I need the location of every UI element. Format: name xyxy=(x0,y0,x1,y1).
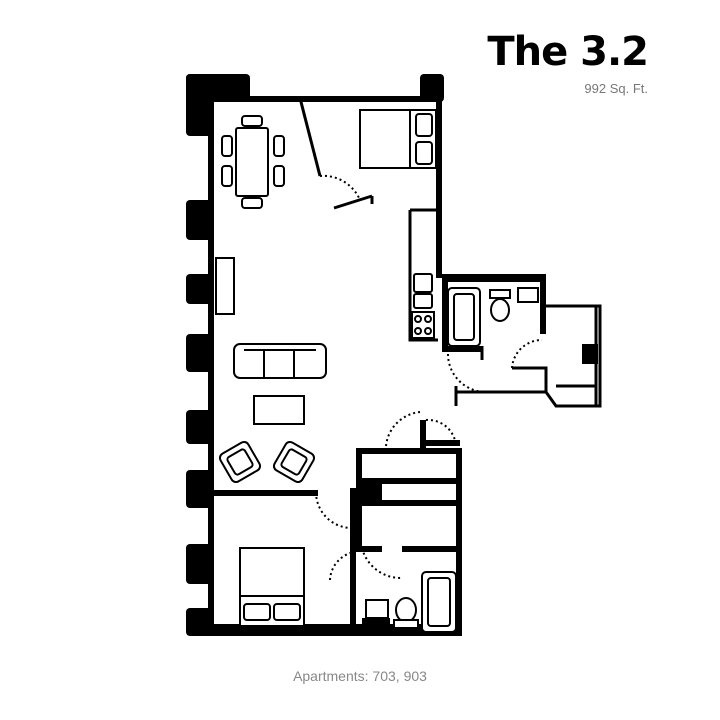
dining-table xyxy=(235,127,269,197)
bath1-top-wall-b xyxy=(402,546,458,552)
bath1-door-swing xyxy=(329,551,355,581)
bedroom2-top-wall xyxy=(208,490,318,496)
closet-north-wall xyxy=(356,448,460,454)
apartments-label: Apartments: 703, 903 xyxy=(293,668,427,684)
vanity-2 xyxy=(517,287,539,303)
dining-chair xyxy=(273,165,285,187)
sofa xyxy=(233,343,327,379)
kitchen-east-wall xyxy=(436,212,442,278)
closet-divider xyxy=(356,478,460,484)
plan-title: The 3.2 xyxy=(487,29,649,75)
closet2-block xyxy=(582,344,598,364)
dining-chair xyxy=(221,165,233,187)
stove xyxy=(411,311,435,339)
pier-6 xyxy=(186,544,212,584)
bed-1-pillow xyxy=(415,141,433,165)
closet-divider-2 xyxy=(356,500,460,506)
bath2-east-wall xyxy=(540,274,546,334)
pier-1 xyxy=(186,200,212,240)
hall-stub xyxy=(420,420,426,450)
pier-3 xyxy=(186,334,212,372)
closet-door-swing xyxy=(361,547,403,580)
bath2-door-swing xyxy=(447,353,487,393)
closet2-door-swing xyxy=(511,338,543,369)
bath2-top-wall xyxy=(442,274,546,282)
bedroom1-west-partition xyxy=(298,97,322,177)
dining-chair xyxy=(241,115,263,127)
dining-chair xyxy=(273,135,285,157)
hall-door-swing xyxy=(385,411,421,447)
bedroom2-east-wall xyxy=(350,488,356,636)
bath2-bottom-wall xyxy=(442,346,482,352)
toilet-1 xyxy=(395,597,417,623)
bath1-corner-block xyxy=(362,618,390,636)
bed-2-pillow xyxy=(273,603,301,621)
vanity-1 xyxy=(365,599,389,619)
pier-2 xyxy=(186,274,212,304)
bed-2-pillow xyxy=(243,603,271,621)
closet-east-wall xyxy=(456,448,462,636)
bath2-west-wall xyxy=(442,274,448,352)
bedroom1-door-swing xyxy=(319,174,361,201)
area-label: 992 Sq. Ft. xyxy=(584,81,648,96)
pier-4 xyxy=(186,410,212,444)
bedroom1-bottom-partition xyxy=(333,194,373,210)
bedroom-east-wall xyxy=(436,96,442,212)
dining-chair xyxy=(221,135,233,157)
closet2-outline xyxy=(512,304,602,408)
toilet-tank-1 xyxy=(393,619,419,629)
bedroom2-door-swing xyxy=(314,491,351,529)
tv-console xyxy=(215,257,235,315)
toilet-tank-2 xyxy=(489,289,511,299)
pier-5 xyxy=(186,470,212,508)
sink xyxy=(413,293,433,309)
bed-1-pillow xyxy=(415,113,433,137)
ne-corner-block xyxy=(420,74,444,102)
dining-chair xyxy=(241,197,263,209)
pier-7 xyxy=(186,608,212,636)
bath1-top-wall xyxy=(356,546,382,552)
hall-stub-2 xyxy=(426,440,460,446)
closet-west-wall xyxy=(356,448,362,548)
closet-block xyxy=(362,484,382,500)
sink xyxy=(413,273,433,293)
nw-pier xyxy=(186,74,212,136)
coffee-table xyxy=(253,395,305,425)
north-wall xyxy=(208,96,442,102)
kitchen-counter xyxy=(408,210,438,342)
toilet-2 xyxy=(490,298,510,322)
